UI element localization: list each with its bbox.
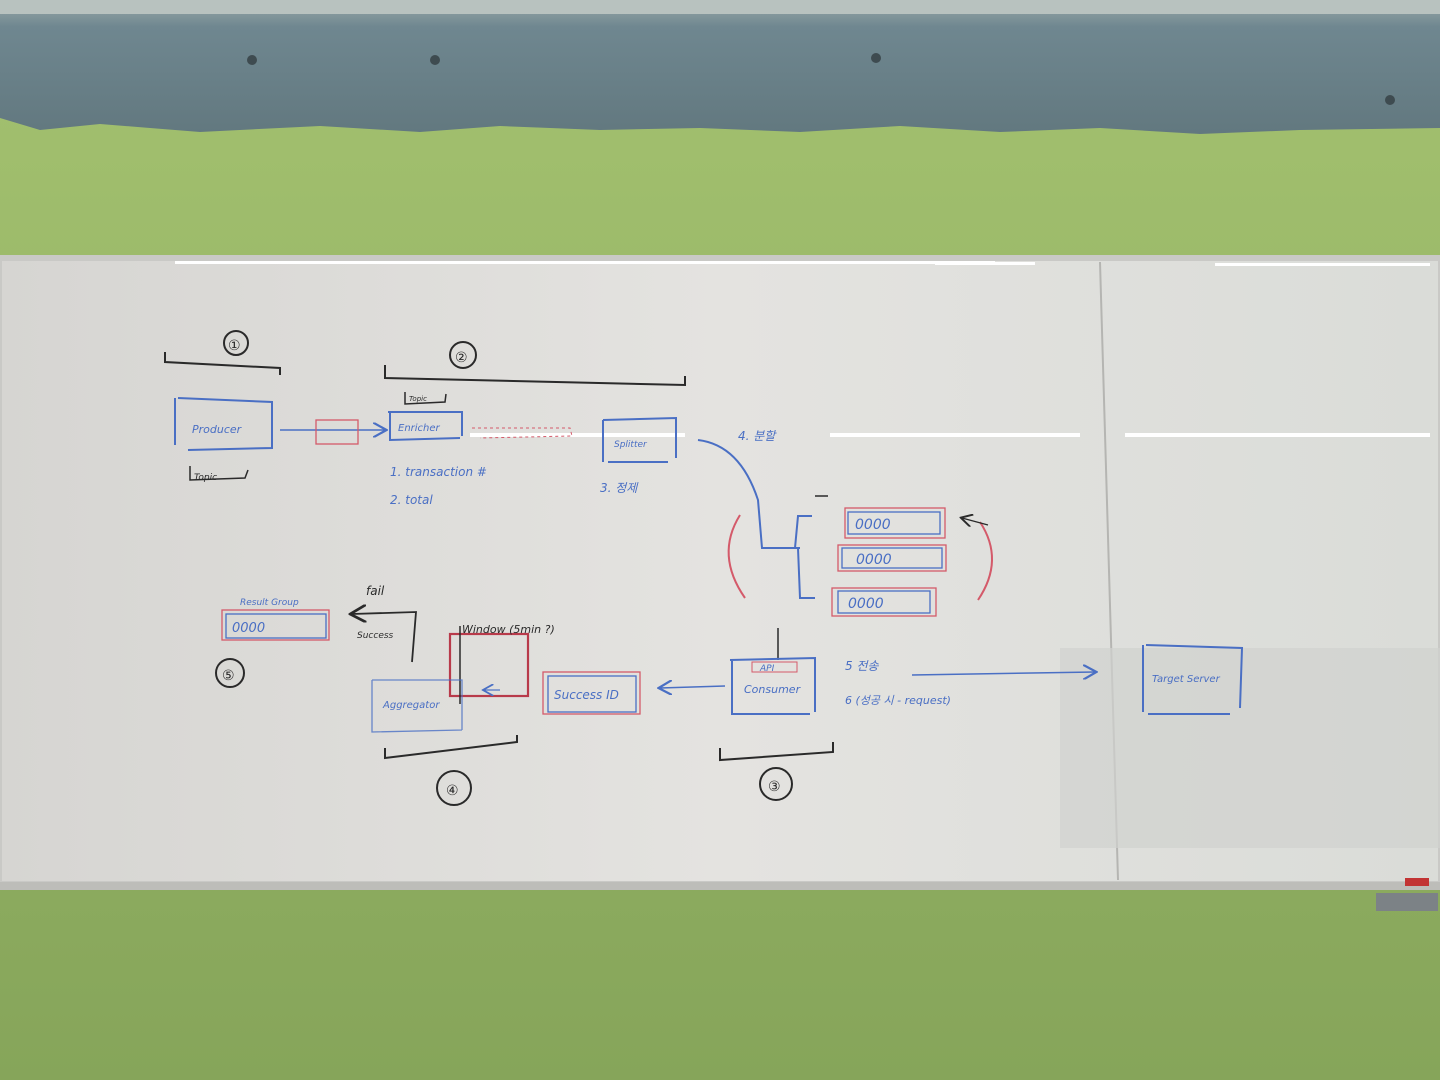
window-label: Window (5min ?) xyxy=(462,623,555,636)
section-circle xyxy=(436,770,472,806)
success-arrow-label: Success xyxy=(357,631,394,641)
red-marker xyxy=(1405,878,1429,886)
enricher-step-2: 2. total xyxy=(390,493,433,507)
enricher-note: Topic xyxy=(409,395,427,403)
section-label-3: ③ xyxy=(768,779,781,795)
split-queue-2: 0000 xyxy=(837,544,947,572)
section-label-2: ② xyxy=(455,350,468,366)
section-circle xyxy=(449,341,477,369)
api-consumer-box: API Consumer xyxy=(729,656,816,715)
marker-tray xyxy=(0,882,1440,890)
enricher-label: Enricher xyxy=(398,423,441,434)
beam-top-edge xyxy=(0,0,1440,14)
marker-holder xyxy=(1376,893,1438,911)
section-circle xyxy=(759,767,793,801)
bolt xyxy=(1385,95,1395,105)
queue-2-label: 0000 xyxy=(856,552,892,568)
light-reflection xyxy=(1215,263,1430,266)
light-reflection xyxy=(830,433,1080,437)
aggregator-label: Aggregator xyxy=(382,700,440,711)
producer-note: Topic xyxy=(194,473,217,483)
result-group-label: Result Group xyxy=(240,598,299,608)
light-reflection xyxy=(470,433,685,437)
enricher-topic-note: Topic xyxy=(404,392,447,405)
concrete-beam xyxy=(0,0,1440,134)
enricher-step-1: 1. transaction # xyxy=(390,465,487,479)
aggregator-box: Aggregator xyxy=(371,679,463,733)
step-4: 4. 분할 xyxy=(738,429,777,443)
bolt xyxy=(247,55,257,65)
queue-3-label: 0000 xyxy=(848,596,884,612)
bolt xyxy=(430,55,440,65)
section-circle xyxy=(215,658,245,688)
light-reflection xyxy=(1125,433,1430,437)
enricher-box: Enricher xyxy=(388,411,463,442)
section-label-1: ① xyxy=(228,338,241,354)
target-server-box: Target Server xyxy=(1142,644,1244,715)
success-id-label: Success ID xyxy=(554,688,619,702)
split-queue-3: 0000 xyxy=(831,587,937,617)
section-circle xyxy=(223,330,249,356)
section-label-5: ⑤ xyxy=(222,668,235,684)
result-queue-label: 0000 xyxy=(232,621,265,636)
splitter-label: Splitter xyxy=(614,440,648,450)
producer-topic-note: Topic xyxy=(189,466,249,483)
api-consumer-line-1: API xyxy=(759,664,775,674)
light-reflection xyxy=(175,261,995,264)
step-6: 6 (성공 시 - request) xyxy=(845,694,951,707)
step-5: 5 전송 xyxy=(845,659,879,673)
queue-1-label: 0000 xyxy=(855,517,891,533)
splitter-step-3: 3. 정제 xyxy=(600,481,639,495)
section-label-4: ④ xyxy=(446,783,459,799)
topic-queue-red xyxy=(315,419,359,445)
window-box: Window (5min ?) xyxy=(448,623,555,704)
light-reflection xyxy=(935,262,1035,265)
target-server-label: Target Server xyxy=(1152,674,1221,685)
api-consumer-line-2: Consumer xyxy=(744,683,802,696)
fail-label: fail xyxy=(366,584,385,598)
success-id-box: Success ID xyxy=(542,671,641,715)
bolt xyxy=(871,53,881,63)
producer-label: Producer xyxy=(192,423,243,436)
splitter-box: Splitter xyxy=(602,416,677,463)
result-group-box: Result Group 0000 xyxy=(221,598,330,641)
producer-box: Producer xyxy=(174,397,273,451)
split-queue-1: 0000 xyxy=(844,507,946,539)
window-reflection xyxy=(1060,648,1440,848)
